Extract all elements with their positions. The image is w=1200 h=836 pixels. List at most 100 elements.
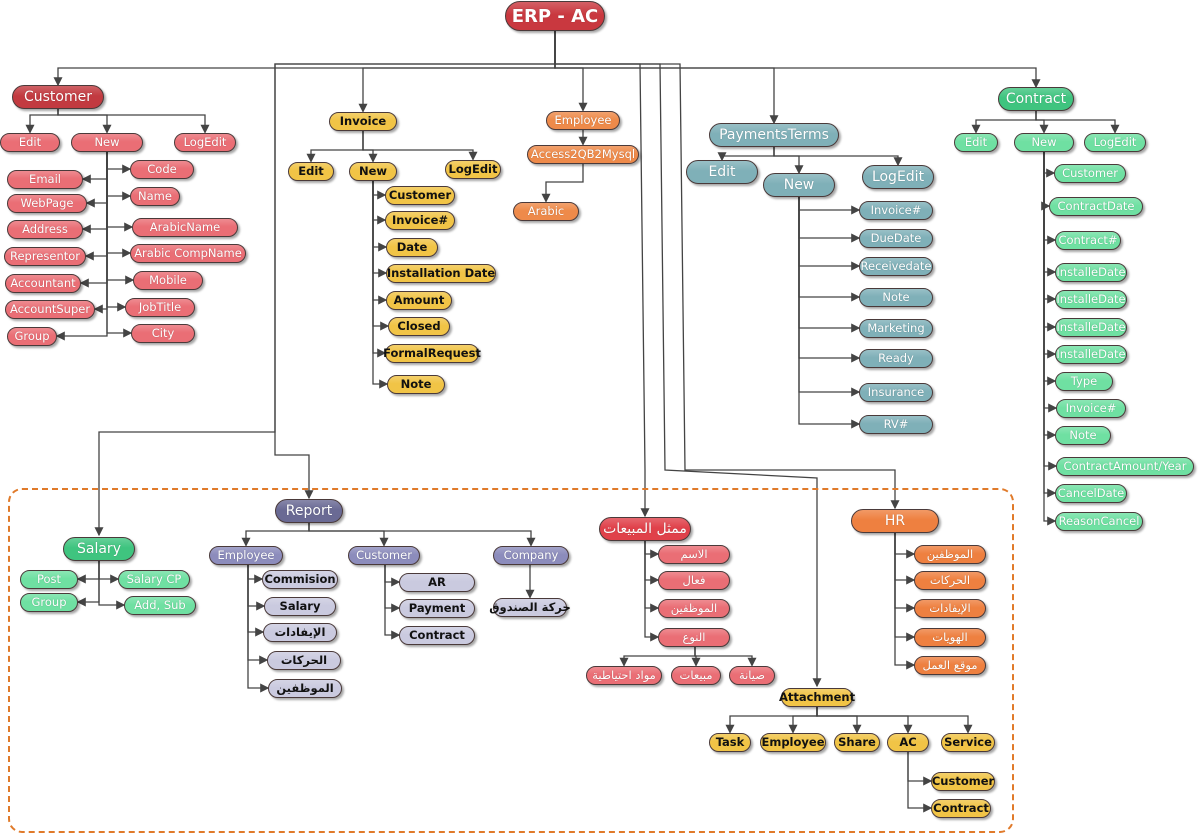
- node-con-no[interactable]: Contract#: [1055, 230, 1121, 250]
- node-cust-name[interactable]: Name: [130, 186, 180, 206]
- node-cust-web[interactable]: WebPage: [7, 193, 87, 213]
- node-rep-cust[interactable]: Customer: [348, 545, 420, 565]
- node-con-i2[interactable]: InstalleDate: [1055, 289, 1127, 309]
- node-rep-comp[interactable]: Company: [493, 545, 569, 565]
- node-rep-pay[interactable]: Payment: [399, 598, 475, 618]
- node-hr-ids[interactable]: الهويات: [914, 627, 986, 647]
- node-sal-post[interactable]: Post: [20, 569, 78, 589]
- node-pay-ins[interactable]: Insurance: [859, 382, 933, 402]
- node-sal-group[interactable]: Group: [20, 592, 78, 612]
- node-cust-acc[interactable]: Accountant: [5, 273, 81, 293]
- node-cust[interactable]: Customer: [12, 85, 104, 109]
- node-con-cancel[interactable]: CancelDate: [1055, 483, 1127, 503]
- node-att-ac-con[interactable]: Contract: [931, 798, 991, 818]
- node-cust-job[interactable]: JobTitle: [125, 297, 195, 317]
- node-con-i3[interactable]: InstalleDate: [1055, 317, 1127, 337]
- node-pay-mkt[interactable]: Marketing: [859, 318, 933, 338]
- node-con-i4[interactable]: InstalleDate: [1055, 344, 1127, 364]
- node-con[interactable]: Contract: [998, 87, 1074, 111]
- node-con-i1[interactable]: InstalleDate: [1055, 262, 1127, 282]
- node-hr-emp[interactable]: الموظفين: [914, 544, 986, 564]
- node-rep-mow[interactable]: الموظفين: [268, 678, 342, 698]
- node-inv-no[interactable]: Invoice#: [385, 210, 455, 230]
- node-con-note[interactable]: Note: [1055, 425, 1111, 445]
- node-cust-arcomp[interactable]: Arabic CompName: [130, 243, 246, 263]
- node-con-date[interactable]: ContractDate: [1049, 196, 1143, 216]
- node-rep-ar[interactable]: AR: [399, 572, 475, 592]
- node-emp[interactable]: Employee: [546, 110, 620, 130]
- node-rep-har[interactable]: الحركات: [267, 650, 341, 670]
- node-cust-email[interactable]: Email: [7, 169, 83, 189]
- node-sal-add[interactable]: Add, Sub: [124, 595, 196, 615]
- node-rep[interactable]: Report: [275, 499, 343, 523]
- node-rep-sal[interactable]: Salary: [264, 596, 336, 616]
- node-sales-emp[interactable]: الموظفين: [658, 598, 730, 618]
- node-sales-sales[interactable]: مبيعات: [671, 665, 721, 685]
- node-con-log[interactable]: LogEdit: [1084, 132, 1146, 152]
- node-rep-box[interactable]: حركة الصندوق: [489, 597, 571, 617]
- node-att-service[interactable]: Service: [941, 732, 995, 752]
- node-att[interactable]: Attachment: [779, 687, 855, 707]
- node-root[interactable]: ERP - AC: [505, 1, 605, 31]
- node-inv-closed[interactable]: Closed: [388, 316, 450, 336]
- node-inv-edit[interactable]: Edit: [288, 161, 334, 181]
- node-pay-new[interactable]: New: [763, 173, 835, 197]
- node-att-task[interactable]: Task: [709, 732, 751, 752]
- node-rep-comm[interactable]: Commision: [262, 569, 338, 589]
- node-inv-amount[interactable]: Amount: [386, 290, 452, 310]
- node-inv-cust[interactable]: Customer: [385, 185, 455, 205]
- node-cust-rep[interactable]: Representor: [4, 246, 86, 266]
- node-inv-inst[interactable]: Installation Date: [386, 263, 496, 283]
- node-inv[interactable]: Invoice: [329, 111, 397, 131]
- node-cust-city[interactable]: City: [131, 323, 195, 343]
- node-cust-arname[interactable]: ArabicName: [132, 217, 238, 237]
- node-con-cust[interactable]: Customer: [1054, 163, 1126, 183]
- node-inv-date[interactable]: Date: [386, 237, 438, 257]
- node-pay-note[interactable]: Note: [859, 287, 933, 307]
- node-cust-log[interactable]: LogEdit: [174, 132, 236, 152]
- node-pay-rv[interactable]: RV#: [859, 414, 933, 434]
- node-att-ac[interactable]: AC: [887, 732, 929, 752]
- node-hr[interactable]: HR: [851, 509, 939, 533]
- node-hr-site[interactable]: موقع العمل: [914, 655, 986, 675]
- node-hr-mov[interactable]: الحركات: [914, 570, 986, 590]
- node-pay-log[interactable]: LogEdit: [862, 165, 934, 189]
- node-pay-inv[interactable]: Invoice#: [859, 200, 933, 220]
- node-emp-arabic[interactable]: Arabic: [513, 201, 579, 221]
- node-cust-mobile[interactable]: Mobile: [133, 270, 203, 290]
- node-con-reason[interactable]: ReasonCancel: [1055, 511, 1143, 531]
- node-con-type[interactable]: Type: [1055, 371, 1113, 391]
- node-hr-ifad[interactable]: الإيفادات: [914, 598, 986, 618]
- node-cust-group[interactable]: Group: [7, 326, 57, 346]
- node-inv-log[interactable]: LogEdit: [445, 159, 501, 179]
- node-cust-accs[interactable]: AccountSuper: [5, 299, 95, 319]
- node-sales-active[interactable]: فعال: [658, 570, 730, 590]
- node-inv-formal[interactable]: FormalRequest: [383, 343, 481, 363]
- node-att-emp[interactable]: Employee: [760, 732, 826, 752]
- node-cust-new[interactable]: New: [71, 132, 143, 152]
- node-pay-recv[interactable]: Receivedate: [859, 256, 933, 276]
- node-pay-edit[interactable]: Edit: [686, 160, 758, 184]
- node-con-edit[interactable]: Edit: [954, 132, 998, 152]
- node-sales-name[interactable]: الاسم: [658, 544, 730, 564]
- node-inv-note[interactable]: Note: [387, 374, 445, 394]
- node-cust-code[interactable]: Code: [130, 159, 194, 179]
- node-sales[interactable]: ممثل المبيعات: [599, 517, 691, 541]
- node-sales-type[interactable]: النوع: [658, 627, 730, 647]
- node-con-new[interactable]: New: [1014, 132, 1074, 152]
- node-emp-access[interactable]: Access2QB2Mysql: [527, 144, 639, 164]
- node-att-ac-cust[interactable]: Customer: [931, 771, 995, 791]
- node-sales-maint[interactable]: صيانة: [729, 665, 775, 685]
- node-pay-ready[interactable]: Ready: [859, 348, 933, 368]
- node-rep-ifad[interactable]: الإيفادات: [263, 622, 337, 642]
- node-sal[interactable]: Salary: [63, 537, 135, 561]
- node-con-inv[interactable]: Invoice#: [1056, 398, 1126, 418]
- node-att-share[interactable]: Share: [834, 732, 880, 752]
- node-rep-emp[interactable]: Employee: [209, 545, 283, 565]
- node-con-amount[interactable]: ContractAmount/Year: [1056, 456, 1194, 476]
- node-pay-due[interactable]: DueDate: [859, 228, 933, 248]
- node-sales-spare[interactable]: مواد احتياطية: [586, 665, 662, 685]
- node-cust-addr[interactable]: Address: [7, 219, 83, 239]
- node-rep-con[interactable]: Contract: [399, 625, 475, 645]
- node-sal-cp[interactable]: Salary CP: [118, 569, 190, 589]
